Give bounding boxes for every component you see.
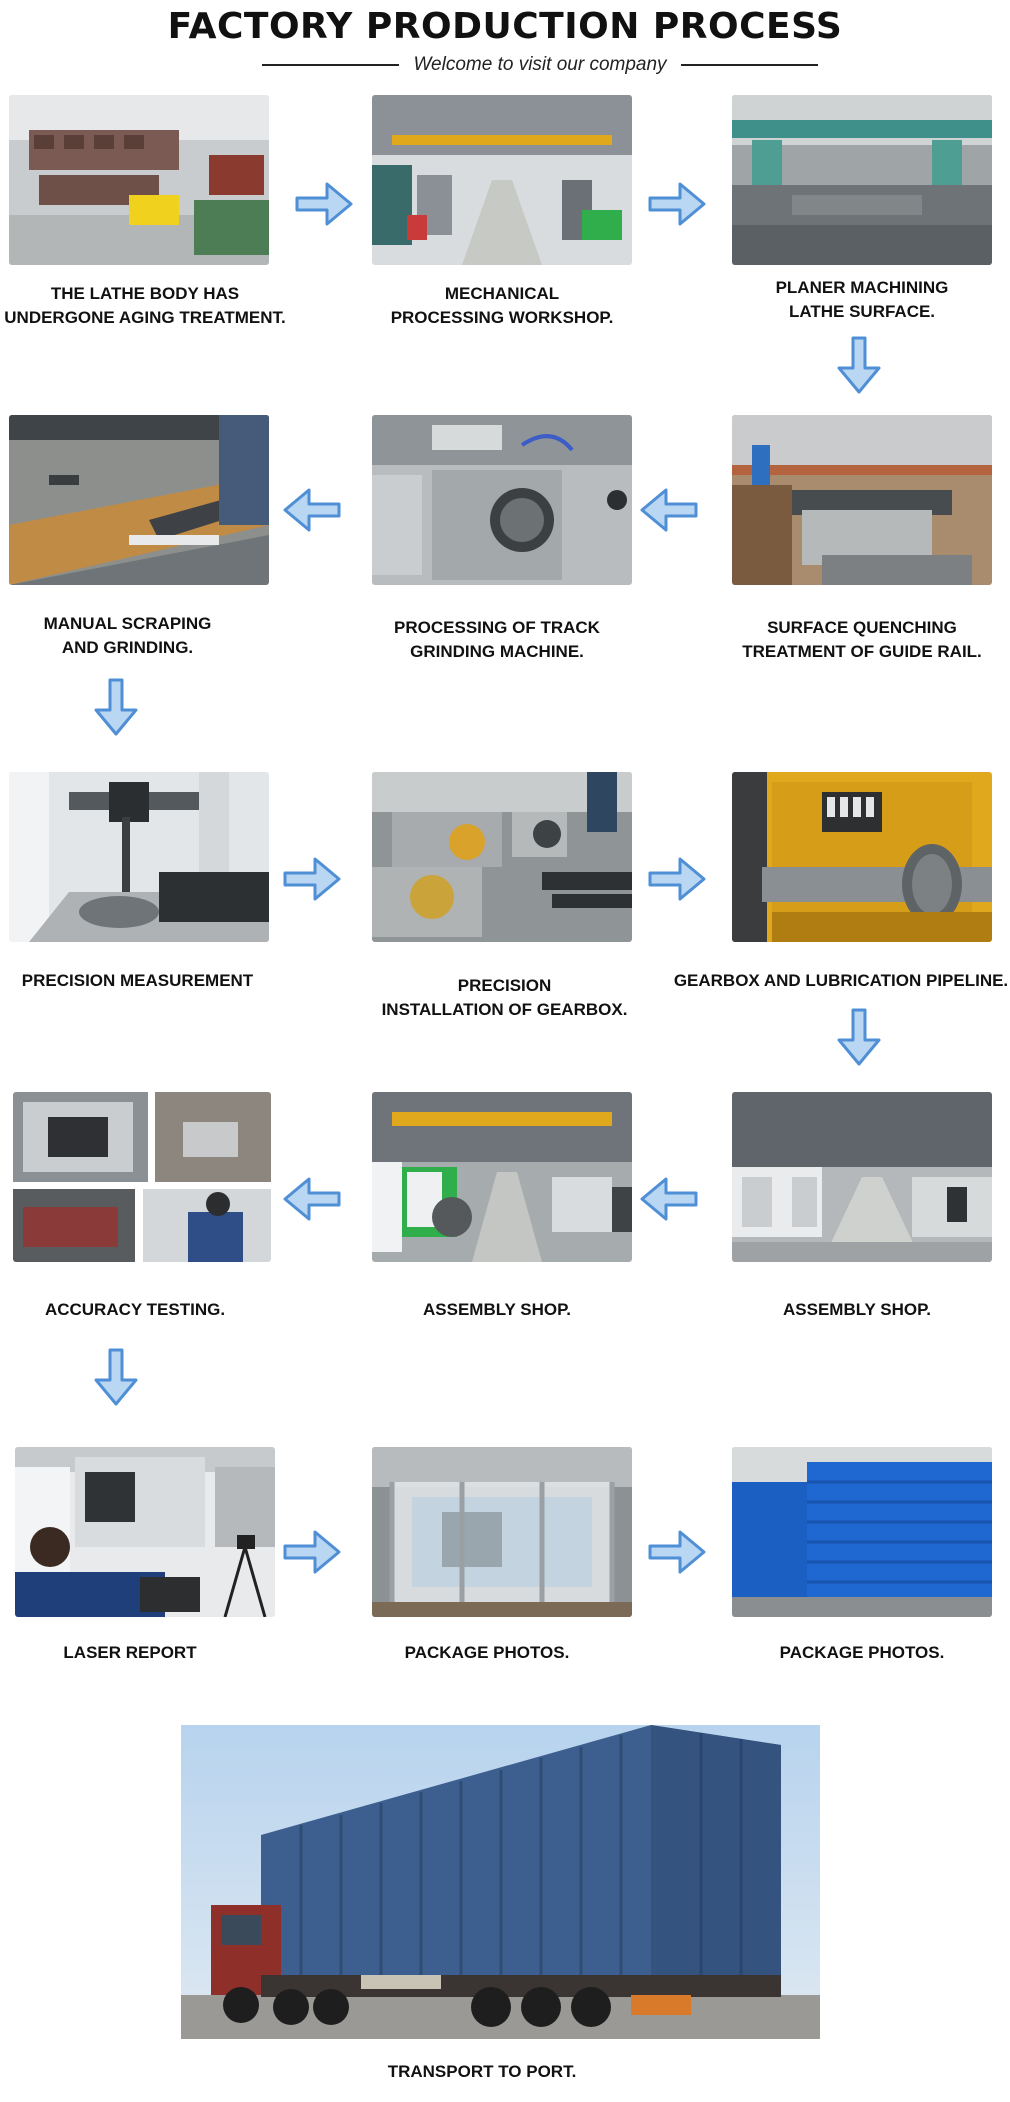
caption-step-14: PACKAGE PHOTOS. [404, 1643, 570, 1662]
arrow-left-1 [281, 484, 343, 536]
caption-step-7: PRECISION MEASUREMENT [21, 971, 254, 990]
caption-step-9: GEARBOX AND LUBRICATION PIPELINE. [673, 971, 1009, 990]
photo-surface-quenching [732, 415, 992, 585]
caption-step-2: MECHANICAL PROCESSING WORKSHOP. [390, 284, 614, 327]
caption-step-16: TRANSPORT TO PORT. [387, 2062, 577, 2081]
photo-transport-to-port [181, 1725, 820, 2039]
photo-laser-report [15, 1447, 275, 1617]
arrow-down-3 [833, 1006, 885, 1068]
caption-step-11: ASSEMBLY SHOP. [782, 1300, 932, 1319]
arrow-left-3 [281, 1173, 343, 1225]
caption-step-13: LASER REPORT [63, 1643, 197, 1662]
divider-right [680, 64, 819, 66]
caption-step-4: SURFACE QUENCHING TREATMENT OF GUIDE RAI… [742, 618, 982, 661]
photo-precision-measurement [9, 772, 269, 942]
caption-step-12: ACCURACY TESTING. [44, 1300, 226, 1319]
arrow-down-2 [90, 676, 142, 738]
arrow-right-6 [646, 1526, 708, 1578]
caption-step-15: PACKAGE PHOTOS. [779, 1643, 945, 1662]
photo-accuracy-testing [13, 1092, 271, 1262]
photo-gearbox-lubrication [732, 772, 992, 942]
photo-package-1 [372, 1447, 632, 1617]
photo-assembly-shop-1 [372, 1092, 632, 1262]
arrow-down-1 [833, 334, 885, 396]
arrow-right-5 [281, 1526, 343, 1578]
photo-planer-machining [732, 95, 992, 265]
arrow-right-3 [281, 853, 343, 905]
photo-assembly-shop-2 [732, 1092, 992, 1262]
arrow-down-4 [90, 1346, 142, 1408]
arrow-right-4 [646, 853, 708, 905]
arrow-left-4 [638, 1173, 700, 1225]
arrow-right-1 [293, 178, 355, 230]
photo-mechanical-workshop [372, 95, 632, 265]
caption-step-3: PLANER MACHINING LATHE SURFACE. [775, 278, 949, 321]
arrow-left-2 [638, 484, 700, 536]
caption-step-10: ASSEMBLY SHOP. [422, 1300, 572, 1319]
photo-package-2 [732, 1447, 992, 1617]
caption-step-5: PROCESSING OF TRACK GRINDING MACHINE. [394, 618, 600, 661]
caption-step-8: PRECISION INSTALLATION OF GEARBOX. [381, 976, 628, 1019]
photo-lathe-body-aging [9, 95, 269, 265]
photo-track-grinding [372, 415, 632, 585]
photo-gearbox-installation [372, 772, 632, 942]
page-title: FACTORY PRODUCTION PROCESS [167, 6, 843, 47]
caption-step-1: THE LATHE BODY HAS UNDERGONE AGING TREAT… [4, 284, 286, 327]
page-subtitle: Welcome to visit our company [413, 54, 667, 75]
arrow-right-2 [646, 178, 708, 230]
subtitle-row: Welcome to visit our company [262, 52, 819, 78]
divider-left [262, 64, 400, 66]
photo-manual-scraping [9, 415, 269, 585]
caption-step-6: MANUAL SCRAPING AND GRINDING. [43, 614, 212, 657]
